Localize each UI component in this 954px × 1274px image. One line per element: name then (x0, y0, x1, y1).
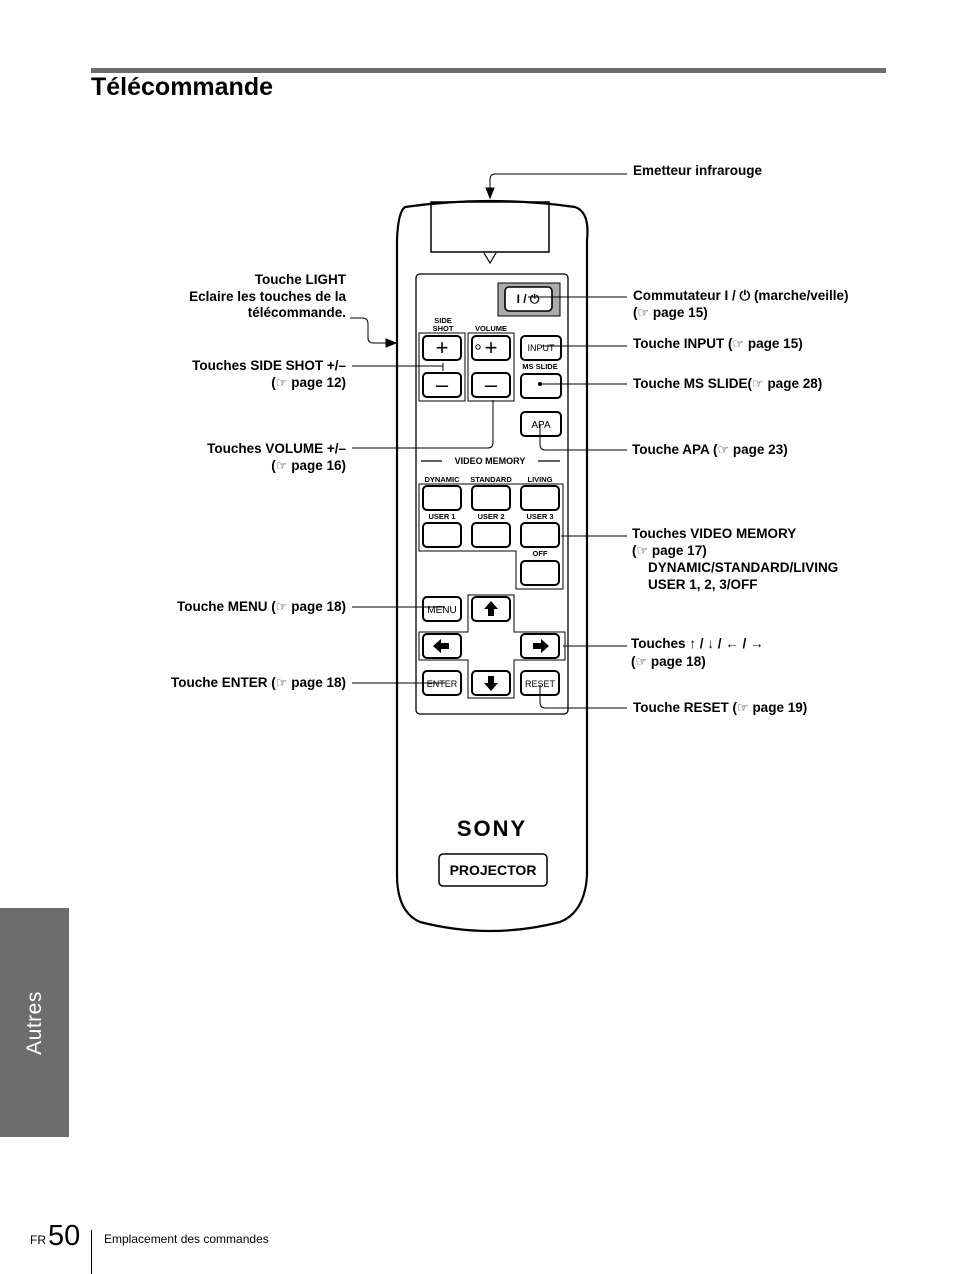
arrow-right-icon (533, 639, 549, 653)
user3-button (520, 522, 560, 548)
label-arrows-1: Touches ↑ / ↓ / ← / → (631, 636, 764, 651)
key-panel (415, 273, 569, 715)
user3-label: USER 3 (526, 512, 553, 521)
label-video-memory-4: USER 1, 2, 3/OFF (648, 577, 758, 592)
label-enter: Touche ENTER (☞ page 18) (171, 675, 346, 690)
minus-icon: – (485, 372, 498, 397)
footer-section: Emplacement des commandes (104, 1232, 269, 1246)
pointing-hand-icon: ☞ (737, 700, 749, 715)
arrow-left-icon (433, 639, 449, 653)
label-power-2: (☞ page 15) (633, 305, 708, 320)
volume-plus-button (471, 335, 511, 361)
off-button (520, 560, 560, 586)
label-reset: Touche RESET (☞ page 19) (633, 700, 808, 715)
pointing-hand-icon: ☞ (636, 543, 649, 558)
standard-label: STANDARD (470, 475, 512, 484)
plus-icon: + (485, 335, 498, 360)
user2-button (471, 522, 511, 548)
pointing-hand-icon: ☞ (637, 305, 650, 320)
label-apa: Touche APA (☞ page 23) (632, 442, 788, 457)
label-side-shot-1: Touches SIDE SHOT +/– (192, 358, 346, 373)
label-side-shot-2: (☞ page 12) (271, 375, 346, 390)
living-label: LIVING (527, 475, 552, 484)
power-label: I / ⏻ (517, 292, 540, 306)
arrow-down-icon (484, 676, 498, 691)
volume-label: VOLUME (475, 324, 507, 333)
label-light-2: Eclaire les touches de la (189, 289, 346, 304)
side-shot-label-2: SHOT (433, 324, 454, 333)
label-arrows-2: (☞ page 18) (631, 654, 706, 669)
section-tab: Autres (0, 908, 69, 1137)
label-volume-1: Touches VOLUME +/– (207, 441, 346, 456)
section-tab-label: Autres (22, 990, 46, 1055)
label-video-memory-2: (☞ page 17) (632, 543, 707, 558)
pointing-hand-icon: ☞ (275, 675, 288, 690)
dynamic-label: DYNAMIC (425, 475, 461, 484)
side-shot-plus-button (422, 335, 462, 361)
minus-icon: – (436, 372, 449, 397)
arrow-up-icon (484, 601, 498, 616)
label-light-3: télécommande. (247, 305, 346, 320)
input-button (520, 335, 562, 361)
label-video-memory-3: DYNAMIC/STANDARD/LIVING (648, 560, 839, 575)
label-emetteur: Emetteur infrarouge (633, 163, 763, 178)
apa-button (520, 411, 562, 437)
side-shot-minus-button (422, 372, 462, 398)
pointing-hand-icon: ☞ (752, 376, 764, 391)
video-memory-label: VIDEO MEMORY (455, 456, 526, 466)
ms-slide-button (520, 373, 562, 399)
projector-label: PROJECTOR (450, 862, 537, 878)
pointing-hand-icon: ☞ (275, 599, 288, 614)
footer-lang: FR (30, 1233, 46, 1247)
projector-badge (438, 853, 548, 887)
pointing-hand-icon: ☞ (717, 442, 730, 457)
reset-label: RESET (525, 679, 556, 689)
off-label: OFF (533, 549, 548, 558)
sony-logo: SONY (457, 816, 527, 841)
menu-label: MENU (427, 605, 456, 616)
enter-label: ENTER (427, 679, 458, 689)
power-button (504, 286, 553, 312)
label-ms-slide: Touche MS SLIDE(☞ page 28) (633, 376, 823, 391)
volume-minus-button (471, 372, 511, 398)
footer-divider (91, 1230, 92, 1274)
standard-button (471, 485, 511, 511)
menu-button (422, 596, 462, 622)
input-label: INPUT (528, 343, 556, 353)
ir-window (430, 201, 550, 253)
living-button (520, 485, 560, 511)
label-menu: Touche MENU (☞ page 18) (177, 599, 346, 614)
label-light-1: Touche LIGHT (254, 272, 346, 287)
ms-slide-label: MS SLIDE (522, 362, 557, 371)
user1-button (422, 522, 462, 548)
page-title: Télécommande (91, 73, 274, 101)
pointing-hand-icon: ☞ (635, 654, 648, 669)
remote-body (395, 199, 589, 933)
pointing-hand-icon: ☞ (732, 336, 745, 351)
label-input: Touche INPUT (☞ page 15) (633, 336, 803, 351)
user1-label: USER 1 (428, 512, 455, 521)
page-number: 50 (48, 1220, 81, 1252)
label-volume-2: (☞ page 16) (271, 458, 346, 473)
dynamic-button (422, 485, 462, 511)
title-rule (91, 68, 886, 73)
label-power-1: Commutateur I / ⏻ (marche/veille) (633, 288, 849, 303)
plus-icon: + (436, 335, 449, 360)
pointing-hand-icon: ☞ (275, 375, 288, 390)
apa-label: APA (531, 420, 551, 431)
label-video-memory-1: Touches VIDEO MEMORY (632, 526, 797, 541)
pointing-hand-icon: ☞ (275, 458, 288, 473)
user2-label: USER 2 (477, 512, 504, 521)
side-shot-label: SIDE (434, 316, 452, 325)
